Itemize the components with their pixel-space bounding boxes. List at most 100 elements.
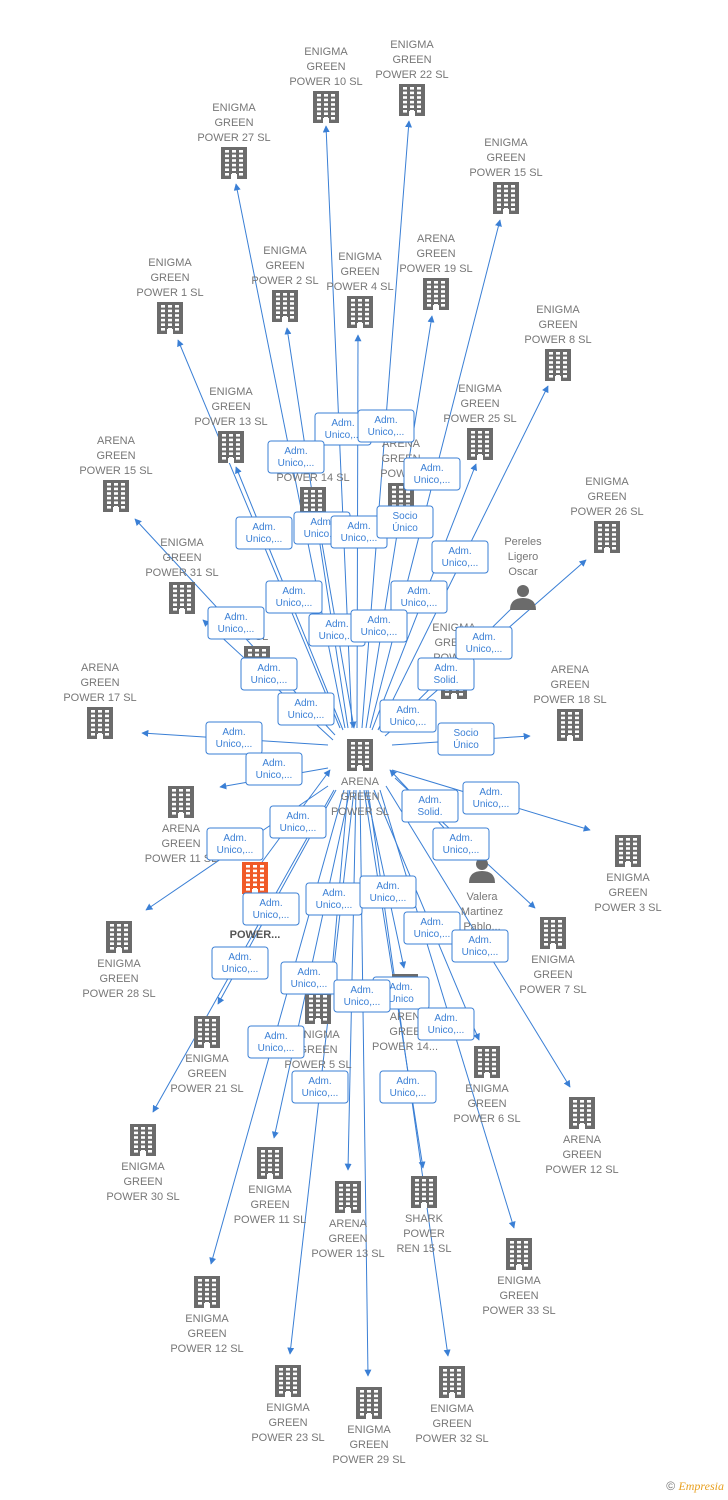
building-icon[interactable] [130, 1124, 156, 1156]
relation-label[interactable]: Adm.Unico,... [432, 827, 490, 861]
building-icon[interactable] [313, 91, 339, 123]
relation-label[interactable]: Adm.Unico,... [455, 626, 513, 660]
building-icon[interactable] [493, 182, 519, 214]
building-icon[interactable] [103, 480, 129, 512]
relation-label[interactable]: Adm.Unico,... [235, 516, 293, 550]
building-icon[interactable] [194, 1016, 220, 1048]
building-icon[interactable] [356, 1387, 382, 1419]
brand-logo[interactable]: Empresia [678, 1479, 724, 1493]
relation-label[interactable]: Adm.Unico,... [357, 409, 415, 443]
building-icon[interactable] [540, 917, 566, 949]
relation-label[interactable]: Adm.Unico,... [350, 609, 408, 643]
relation-label[interactable]: Adm.Unico,... [205, 721, 263, 755]
building-icon[interactable] [439, 1366, 465, 1398]
building-icon[interactable] [335, 1181, 361, 1213]
building-icon[interactable] [272, 290, 298, 322]
relation-label[interactable]: Adm.Unico,... [245, 752, 303, 786]
building-icon[interactable] [275, 1365, 301, 1397]
building-icon[interactable] [569, 1097, 595, 1129]
building-icon[interactable] [347, 739, 373, 771]
relation-label[interactable]: Adm.Unico,... [206, 827, 264, 861]
relation-label[interactable]: Adm.Unico,... [451, 929, 509, 963]
building-icon[interactable] [347, 296, 373, 328]
relation-label[interactable]: Adm.Unico,... [403, 457, 461, 491]
relation-label[interactable]: Adm.Unico,... [403, 911, 461, 945]
relation-label[interactable]: Adm.Unico,... [379, 1070, 437, 1104]
person-icon[interactable] [469, 858, 495, 883]
relation-label[interactable]: Adm.Unico,... [242, 892, 300, 926]
node-valera[interactable]: ValeraMartinezPablo... [461, 858, 503, 933]
relation-label[interactable]: Adm.Unico,... [247, 1025, 305, 1059]
building-icon[interactable] [157, 302, 183, 334]
building-icon[interactable] [169, 582, 195, 614]
relation-label[interactable]: Adm.Solid. [417, 657, 475, 691]
building-icon[interactable] [218, 431, 244, 463]
relation-label[interactable]: Adm.Unico,... [211, 946, 269, 980]
relation-label[interactable]: Adm.Unico,... [359, 875, 417, 909]
relation-label[interactable]: Adm.Unico,... [269, 805, 327, 839]
relation-label[interactable]: Adm.Unico,... [277, 692, 335, 726]
relation-label[interactable]: Adm.Unico,... [390, 580, 448, 614]
relation-label[interactable]: Adm.Unico,... [417, 1007, 475, 1041]
relation-label[interactable]: Adm.Unico,... [462, 781, 520, 815]
relation-label[interactable]: Adm.Unico,... [379, 699, 437, 733]
building-icon[interactable] [106, 921, 132, 953]
building-icon[interactable] [221, 147, 247, 179]
building-icon[interactable] [594, 521, 620, 553]
relation-label[interactable]: Adm.Unico,... [280, 961, 338, 995]
building-icon[interactable] [168, 786, 194, 818]
building-icon[interactable] [506, 1238, 532, 1270]
building-icon[interactable] [411, 1176, 437, 1208]
relation-label[interactable]: Adm.Unico,... [267, 440, 325, 474]
building-icon[interactable] [257, 1147, 283, 1179]
building-icon[interactable] [615, 835, 641, 867]
building-icon[interactable] [242, 862, 268, 894]
building-icon[interactable] [474, 1046, 500, 1078]
relation-label[interactable]: Adm.Unico,... [305, 882, 363, 916]
building-icon[interactable] [194, 1276, 220, 1308]
building-icon[interactable] [467, 428, 493, 460]
building-icon[interactable] [423, 278, 449, 310]
building-icon[interactable] [399, 84, 425, 116]
relation-label[interactable]: Adm.Unico,... [431, 540, 489, 574]
relation-label[interactable]: Adm.Unico,... [291, 1070, 349, 1104]
person-icon[interactable] [510, 585, 536, 610]
building-icon[interactable] [557, 709, 583, 741]
relation-label[interactable]: Adm.Unico,... [207, 606, 265, 640]
building-icon[interactable] [305, 992, 331, 1024]
relation-label[interactable]: Adm.Unico,... [265, 580, 323, 614]
